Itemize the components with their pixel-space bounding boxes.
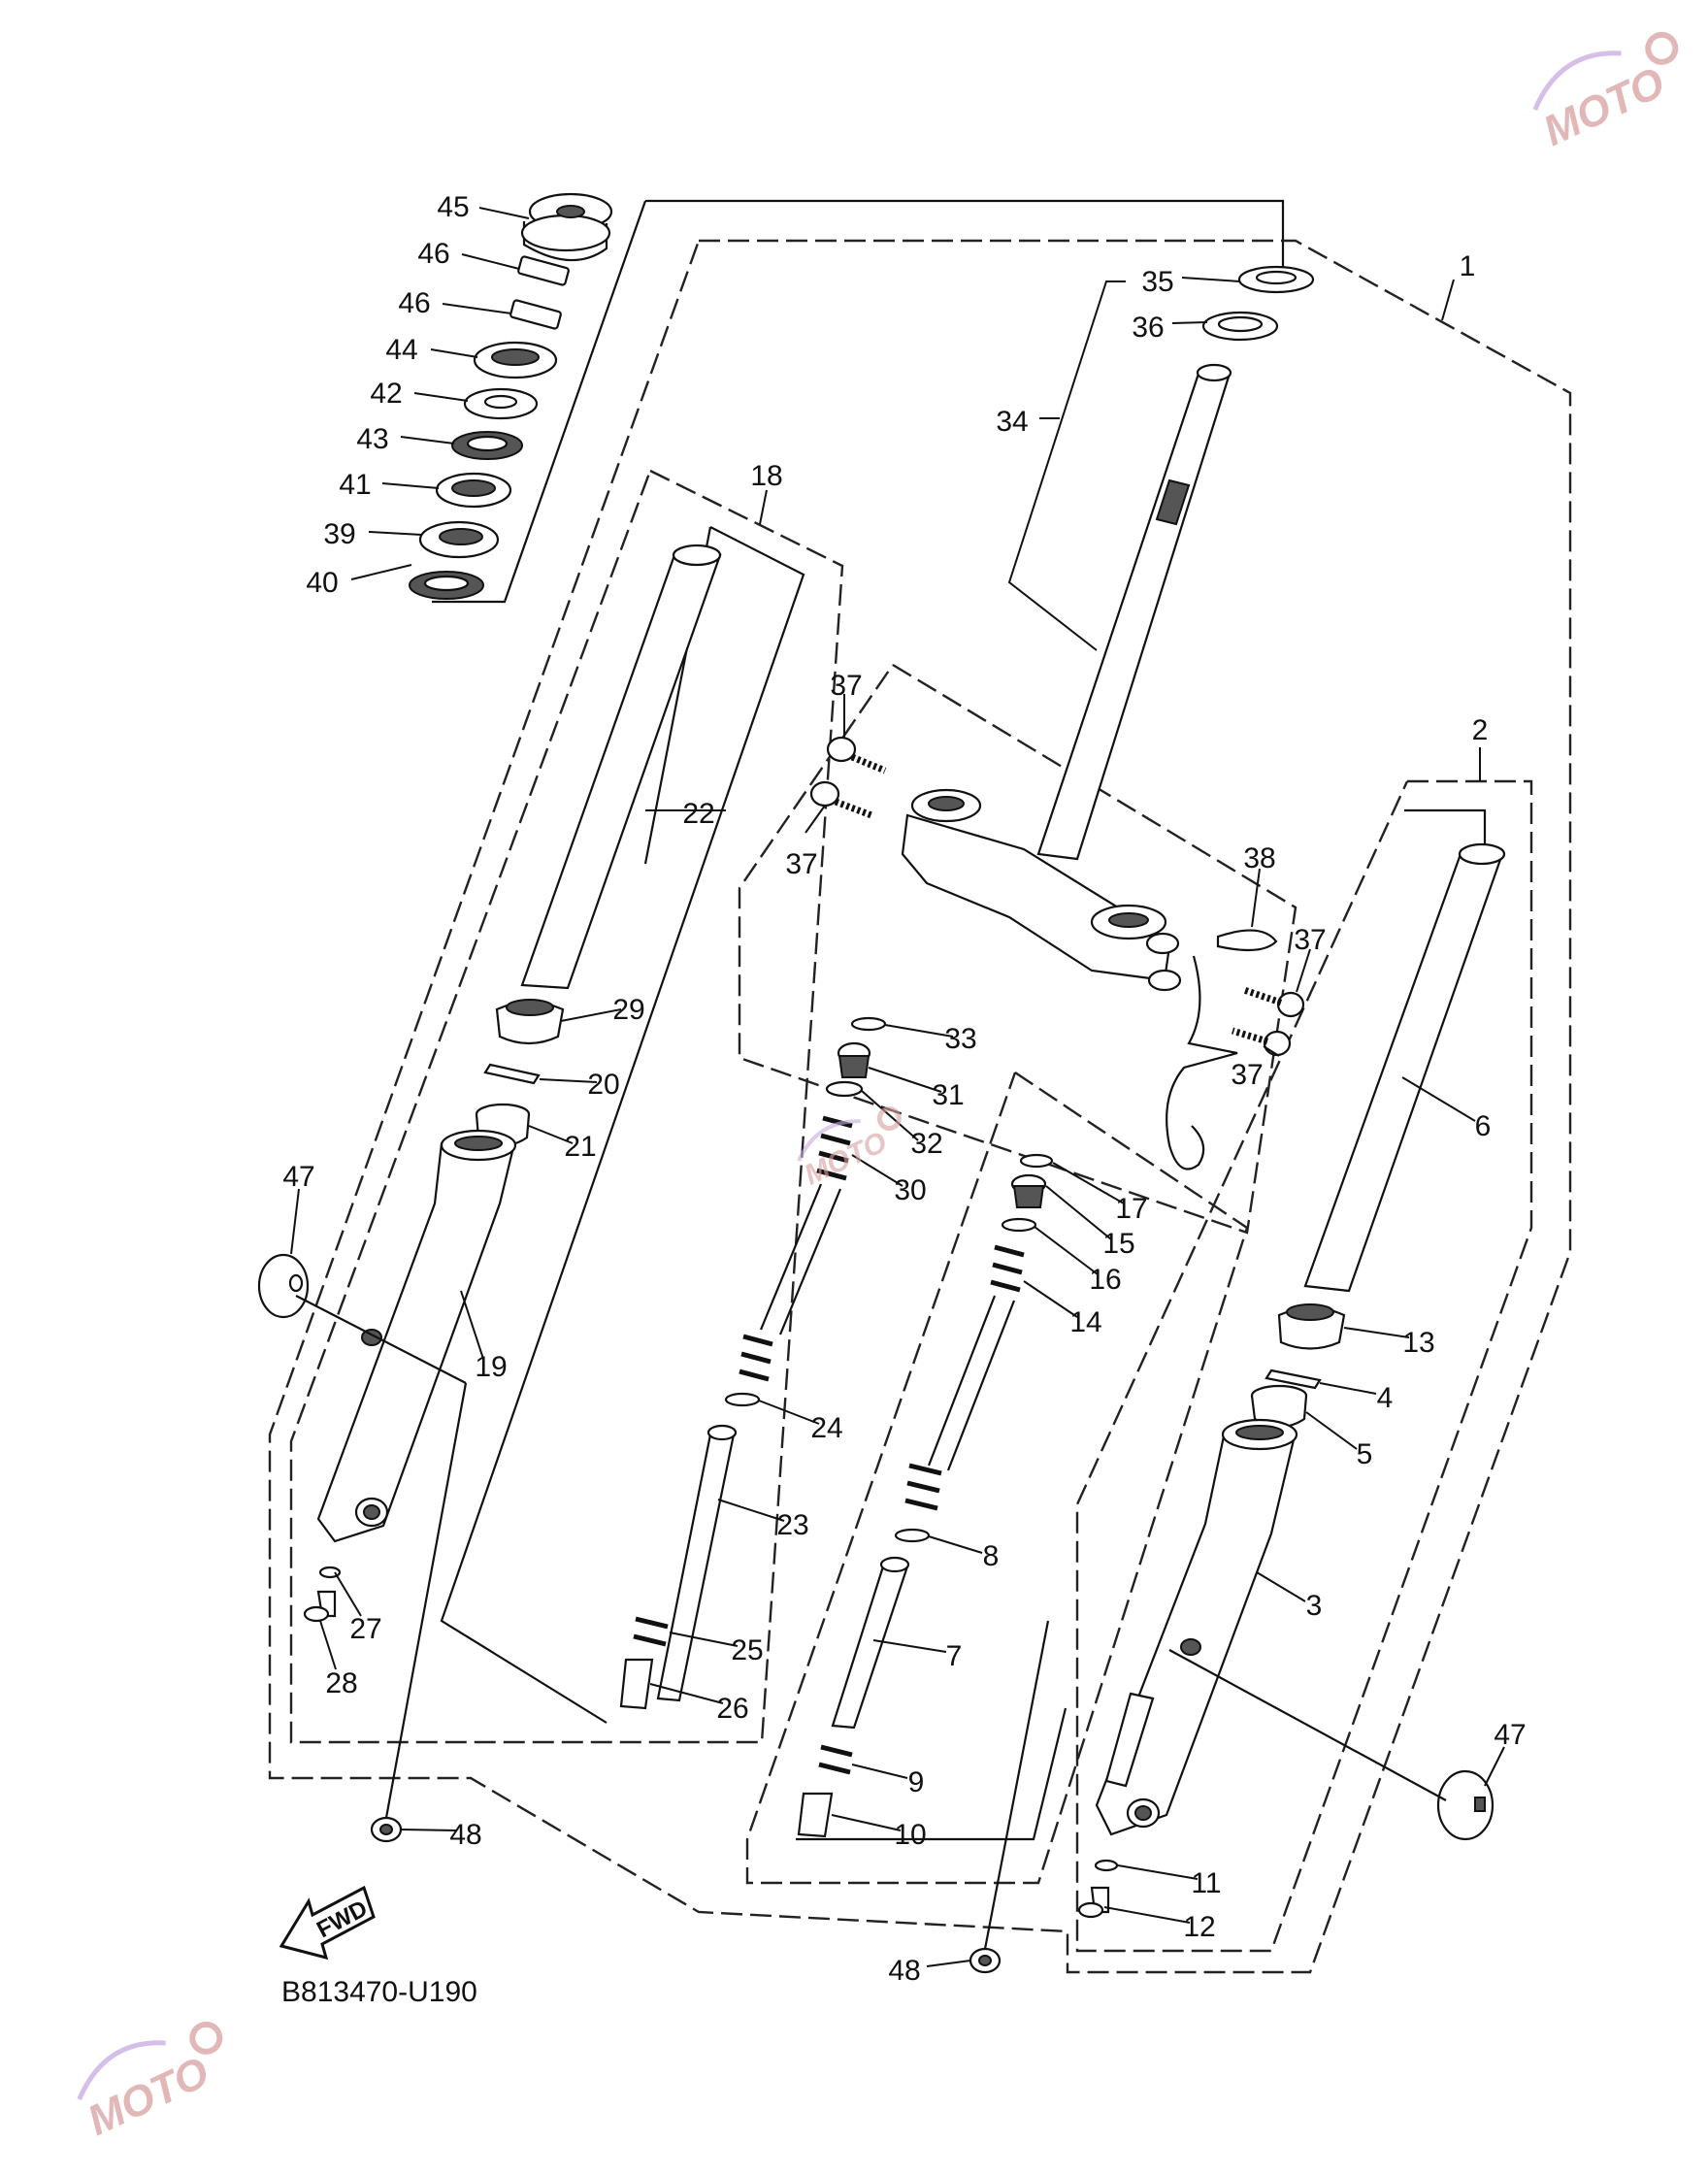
part-callouts: 4546464442434139401353634182237372383737…	[282, 191, 1526, 1987]
fwd-arrow-icon: FWD	[279, 1885, 376, 1961]
callout-42: 42	[370, 378, 402, 410]
right-fork-outline	[1075, 779, 1533, 1953]
callout-30: 30	[894, 1174, 926, 1206]
callout-17: 17	[1115, 1193, 1147, 1225]
callout-33: 33	[944, 1023, 976, 1055]
callout-12: 12	[1183, 1911, 1215, 1943]
callout-32: 32	[910, 1128, 942, 1160]
callout-20: 20	[587, 1069, 619, 1101]
callout-47: 47	[282, 1161, 314, 1193]
callout-37: 37	[1231, 1059, 1263, 1091]
under-bracket	[809, 736, 1305, 1170]
callout-44: 44	[385, 334, 417, 366]
diagram-id-label: B813470-U190	[281, 1976, 477, 2008]
callout-23: 23	[776, 1509, 808, 1541]
callout-43: 43	[356, 423, 388, 455]
steering-stem	[1036, 265, 1315, 861]
callout-37: 37	[830, 670, 862, 702]
callout-46: 46	[398, 287, 430, 319]
callout-8: 8	[983, 1540, 1000, 1572]
pinch-bolts-37	[809, 736, 1305, 1057]
callout-34: 34	[996, 406, 1028, 438]
left-fork-outline	[289, 469, 844, 1744]
callout-28: 28	[325, 1667, 357, 1699]
callout-41: 41	[339, 469, 371, 501]
callout-24: 24	[810, 1412, 842, 1444]
callout-3: 3	[1306, 1590, 1323, 1622]
under-bracket-outline	[738, 663, 1297, 1235]
moto-watermark-logo: MOTO	[1532, 31, 1679, 155]
callout-40: 40	[306, 567, 338, 599]
callout-46: 46	[417, 238, 449, 270]
callout-45: 45	[437, 191, 469, 223]
callout-36: 36	[1132, 312, 1164, 344]
callout-39: 39	[323, 518, 355, 550]
leader-lines	[290, 207, 1505, 1967]
callout-15: 15	[1102, 1228, 1134, 1260]
bearing-stack	[409, 192, 613, 600]
callout-9: 9	[908, 1766, 925, 1798]
callout-48: 48	[449, 1819, 481, 1851]
svg-text:MOTO: MOTO	[800, 1126, 892, 1192]
callout-1: 1	[1460, 250, 1476, 282]
callout-38: 38	[1243, 842, 1275, 874]
callout-10: 10	[894, 1819, 926, 1851]
callout-31: 31	[932, 1079, 964, 1111]
left-fork	[257, 544, 722, 1623]
steering-bearing-bracket-side	[432, 200, 647, 604]
callout-35: 35	[1141, 266, 1173, 298]
callout-21: 21	[564, 1131, 596, 1163]
right-fork	[1077, 842, 1506, 1919]
steering-bearing-bracket	[645, 199, 1285, 277]
callout-22: 22	[682, 798, 714, 830]
damper-rod-right	[797, 1153, 1054, 1838]
callout-37: 37	[1294, 924, 1326, 956]
callout-19: 19	[475, 1351, 507, 1383]
moto-watermark-logo: MOTO	[77, 2021, 223, 2145]
callout-26: 26	[716, 1693, 748, 1725]
callout-18: 18	[750, 460, 782, 492]
callout-48: 48	[888, 1955, 920, 1987]
callout-25: 25	[731, 1634, 763, 1666]
callout-7: 7	[946, 1640, 963, 1672]
callout-37: 37	[785, 848, 817, 880]
callout-16: 16	[1089, 1264, 1121, 1296]
callout-13: 13	[1402, 1327, 1434, 1359]
callout-47: 47	[1494, 1719, 1526, 1751]
front-fork-assembly-outline	[268, 239, 1572, 1974]
inner-damper-outline	[745, 1072, 1249, 1885]
callout-2: 2	[1472, 714, 1489, 746]
callout-5: 5	[1357, 1438, 1373, 1470]
callout-27: 27	[349, 1613, 381, 1645]
callout-4: 4	[1377, 1382, 1394, 1414]
callout-29: 29	[612, 994, 644, 1026]
callout-11: 11	[1191, 1867, 1221, 1899]
callout-14: 14	[1069, 1306, 1101, 1338]
callout-6: 6	[1475, 1110, 1492, 1142]
